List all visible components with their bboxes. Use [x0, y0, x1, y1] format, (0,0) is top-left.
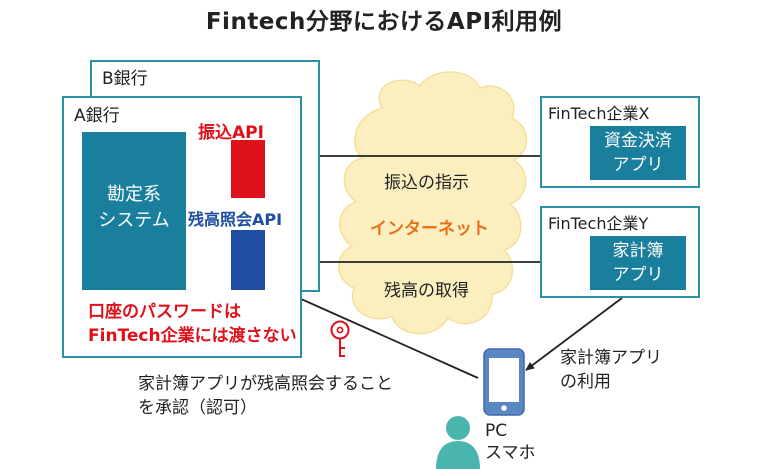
balance-retrieval-label: 残高の取得 — [384, 281, 469, 301]
device-line1: PC — [485, 421, 508, 441]
key-icon — [330, 320, 350, 357]
page-title: Fintech分野におけるAPI利用例 — [205, 9, 563, 35]
app-usage-arrow — [525, 297, 623, 371]
company-x-app-line1: 資金決済 — [604, 131, 672, 151]
company-y-app-line1: 家計簿 — [612, 241, 664, 261]
company-y-label: FinTech企業Y — [548, 214, 649, 233]
consent-line2: を承認（認可） — [138, 398, 257, 418]
app-usage-text: 家計簿アプリ の利用 — [560, 346, 662, 394]
device-line2: スマホ — [485, 443, 536, 463]
consent-line1: 家計簿アプリが残高照会すること — [138, 374, 393, 394]
password-note: 口座のパスワードは FinTech企業には渡さない — [88, 300, 297, 348]
company-x-app-line2: アプリ — [612, 155, 664, 175]
bank-a-label: A銀行 — [74, 106, 120, 126]
company-y-app-line2: アプリ — [612, 265, 664, 285]
company-y-app-box: 家計簿 アプリ — [590, 236, 686, 290]
company-x-label: FinTech企業X — [548, 104, 650, 123]
internet-cloud — [338, 71, 528, 335]
balance-api-label: 残高照会API — [188, 210, 283, 229]
password-note-line2: FinTech企業には渡さない — [88, 326, 297, 346]
consent-arrow — [271, 285, 479, 379]
core-system-box: 勘定系 システム — [82, 132, 186, 290]
app-usage-line1: 家計簿アプリ — [560, 348, 662, 368]
bank-b-label: B銀行 — [102, 69, 148, 89]
app-usage-line2: の利用 — [560, 372, 611, 392]
password-note-line1: 口座のパスワードは — [88, 302, 241, 322]
smartphone-icon — [483, 348, 525, 416]
core-system-line2: システム — [98, 210, 170, 231]
device-label: PC スマホ — [485, 420, 536, 464]
transfer-api-label: 振込API — [198, 123, 264, 143]
internet-label: インターネット — [370, 219, 489, 239]
balance-api-block — [231, 230, 265, 290]
core-system-line1: 勘定系 — [107, 184, 161, 205]
consent-text: 家計簿アプリが残高照会すること を承認（認可） — [138, 372, 393, 420]
cloud-shape — [338, 71, 528, 335]
transfer-api-block — [231, 140, 265, 198]
person-icon — [436, 416, 480, 469]
transfer-instruction-label: 振込の指示 — [384, 173, 469, 193]
company-x-app-box: 資金決済 アプリ — [590, 126, 686, 180]
